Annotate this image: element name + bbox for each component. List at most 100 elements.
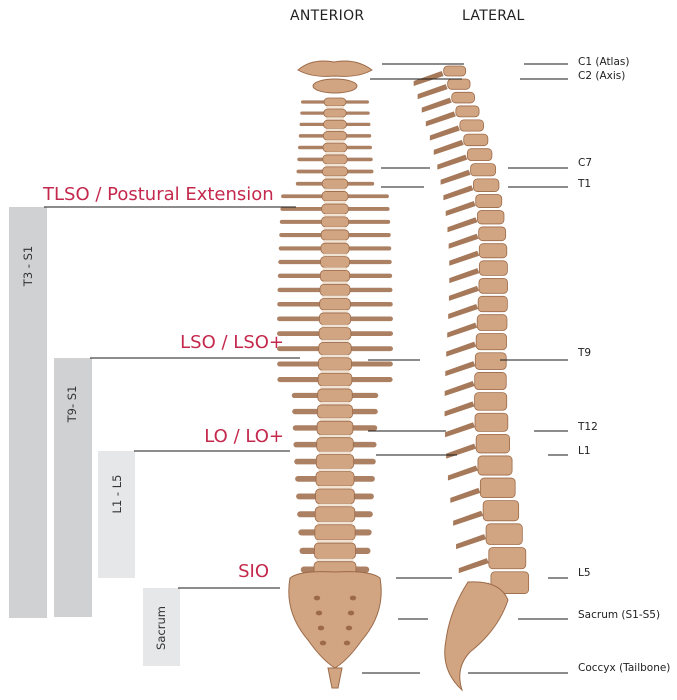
sacral-foramen	[316, 611, 322, 616]
lateral-vertebral-body	[478, 456, 512, 475]
range-l1-l5: L1 - L5	[110, 475, 124, 514]
intervertebral-disc	[323, 267, 348, 270]
sacrum-lateral	[445, 582, 508, 690]
level-t1: T1	[578, 178, 591, 190]
intervertebral-disc	[324, 188, 345, 191]
vertebral-body	[318, 358, 351, 370]
level-c2: C2 (Axis)	[578, 70, 625, 82]
vertebral-body	[319, 313, 350, 325]
sacrum-anterior	[289, 572, 381, 668]
spinous-process	[446, 444, 476, 459]
sacral-foramen	[346, 626, 352, 631]
spinous-process	[449, 268, 479, 283]
lateral-vertebral-body	[477, 315, 507, 331]
spinous-process	[445, 401, 475, 416]
range-t3-s1: T3 - S1	[21, 246, 35, 286]
orthosis-lso: LSO / LSO+	[180, 332, 284, 353]
intervertebral-disc	[318, 504, 353, 507]
level-l1: L1	[578, 445, 591, 457]
vertebral-body	[315, 507, 355, 522]
lateral-vertebral-body	[473, 179, 499, 192]
spinous-process	[448, 465, 478, 480]
intervertebral-disc	[318, 486, 352, 489]
lateral-vertebral-body	[467, 149, 492, 161]
lateral-spine	[414, 66, 529, 690]
level-c1: C1 (Atlas)	[578, 56, 629, 68]
vertebral-body	[316, 472, 354, 486]
vertebral-body	[316, 455, 353, 469]
spinous-process	[445, 422, 475, 437]
intervertebral-disc	[323, 240, 347, 243]
spinous-process	[449, 286, 479, 301]
vertebral-body	[319, 343, 351, 355]
intervertebral-disc	[324, 201, 346, 204]
lateral-vertebral-body	[478, 296, 507, 311]
level-t12: T12	[578, 421, 598, 433]
intervertebral-disc	[322, 296, 348, 299]
intervertebral-disc	[316, 559, 353, 562]
intervertebral-disc	[321, 325, 348, 328]
intervertebral-disc	[319, 452, 352, 455]
intervertebral-disc	[323, 227, 346, 230]
intervertebral-disc	[326, 117, 344, 120]
intervertebral-disc	[323, 254, 347, 257]
vertebral-body	[316, 489, 355, 504]
lateral-vertebral-body	[477, 211, 503, 224]
intervertebral-disc	[322, 310, 349, 313]
vertebral-body	[318, 373, 352, 386]
vertebral-body	[321, 230, 349, 240]
intervertebral-disc	[325, 140, 344, 143]
lateral-vertebral-body	[475, 353, 506, 370]
vertebral-body	[322, 204, 349, 214]
lateral-vertebral-body	[476, 334, 506, 350]
spinous-process	[430, 125, 460, 140]
lateral-vertebral-body	[460, 120, 484, 131]
sacral-foramen	[314, 596, 320, 601]
orthosis-sio: SIO	[238, 561, 269, 582]
level-t9: T9	[578, 347, 591, 359]
lateral-vertebral-body	[448, 79, 470, 89]
spinous-process	[445, 361, 475, 376]
spinous-process	[449, 234, 479, 249]
vertebral-body	[317, 438, 354, 452]
intervertebral-disc	[322, 281, 347, 284]
lateral-vertebral-body	[475, 413, 508, 431]
intervertebral-disc	[319, 418, 350, 421]
vertebral-body	[315, 525, 355, 540]
lateral-vertebral-body	[471, 164, 496, 176]
level-coccyx: Coccyx (Tailbone)	[578, 662, 670, 674]
level-c7: C7	[578, 157, 592, 169]
lateral-vertebral-body	[479, 244, 507, 258]
sacral-foramen	[348, 611, 354, 616]
lateral-vertebral-body	[479, 261, 507, 276]
sacral-foramen	[320, 641, 326, 646]
intervertebral-disc	[324, 214, 347, 217]
lateral-title: LATERAL	[462, 8, 525, 24]
vertebral-body	[323, 155, 347, 164]
vertebral-body	[324, 109, 346, 117]
vertebral-body	[314, 543, 355, 559]
lateral-vertebral-body	[444, 66, 466, 76]
vertebral-body	[318, 389, 352, 402]
vertebral-body	[323, 143, 347, 152]
bar-l1-l5	[98, 451, 135, 578]
vertebral-body	[317, 421, 353, 435]
vertebral-body	[322, 179, 347, 188]
lateral-vertebral-body	[452, 92, 475, 103]
vertebral-body	[323, 132, 346, 141]
spinous-process	[453, 511, 483, 526]
vertebral-body	[321, 257, 350, 268]
intervertebral-disc	[317, 540, 353, 543]
intervertebral-disc	[320, 402, 350, 405]
level-sacrum: Sacrum (S1-S5)	[578, 609, 660, 621]
lateral-vertebral-body	[475, 372, 507, 389]
spinous-process	[445, 381, 475, 396]
vertebral-body	[317, 405, 352, 418]
intervertebral-disc	[321, 355, 349, 358]
lateral-vertebral-body	[475, 393, 507, 411]
atlas-vertebra	[298, 61, 372, 76]
spinous-process	[434, 140, 464, 155]
lateral-vertebral-body	[476, 434, 509, 453]
vertebral-body	[321, 217, 348, 227]
lateral-vertebral-body	[456, 106, 479, 117]
